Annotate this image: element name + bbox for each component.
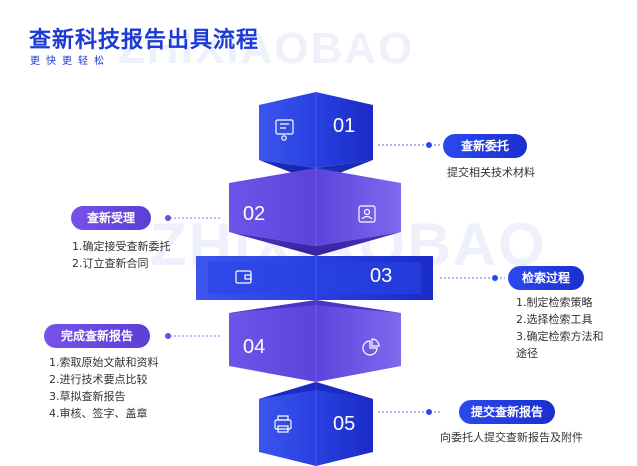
watermark-top: ZHIXIAOBAO — [118, 24, 415, 73]
connector-05 — [378, 409, 440, 415]
step-01-description: 提交相关技术材料 — [447, 164, 535, 181]
certificate-icon — [275, 119, 294, 141]
step-04-line-1: 1.索取原始文献和资料 — [49, 356, 159, 369]
step-04-line-2: 2.进行技术要点比较 — [49, 373, 148, 386]
step-02-label: 查新受理 — [71, 206, 151, 230]
step-05-line-1: 向委托人提交查新报告及附件 — [440, 431, 583, 444]
step-03-description: 1.制定检索策略 2.选择检索工具 3.确定检索方法和 途径 — [516, 294, 604, 362]
step-03-number: 03 — [370, 265, 393, 287]
step-04-line-4: 4.审核、签字、盖章 — [49, 407, 148, 420]
pie-chart-icon — [362, 338, 380, 356]
connector-04 — [165, 333, 222, 339]
connector-02 — [165, 215, 222, 221]
step-03-label: 检索过程 — [508, 266, 584, 290]
step-03-block — [196, 256, 433, 300]
step-05-label: 提交查新报告 — [459, 400, 555, 424]
step-01-line-1: 提交相关技术材料 — [447, 166, 535, 179]
step-03-line-4: 途径 — [516, 347, 538, 360]
page-title: 查新科技报告出具流程 — [29, 28, 260, 53]
step-05-number: 05 — [333, 413, 356, 435]
step-04-description: 1.索取原始文献和资料 2.进行技术要点比较 3.草拟查新报告 4.审核、签字、… — [49, 354, 159, 422]
user-id-icon — [358, 205, 376, 223]
step-03-line-2: 2.选择检索工具 — [516, 313, 593, 326]
step-02-description: 1.确定接受查新委托 2.订立查新合同 — [72, 238, 171, 272]
step-03-line-3: 3.确定检索方法和 — [516, 330, 604, 343]
step-01-label: 查新委托 — [443, 134, 527, 158]
step-02-block — [229, 168, 401, 256]
step-02-number: 02 — [243, 203, 266, 225]
connector-01 — [378, 142, 440, 148]
step-04-line-3: 3.草拟查新报告 — [49, 390, 126, 403]
page-subtitle: 更快更轻松 — [30, 56, 110, 67]
step-05-block — [259, 382, 373, 466]
connector-03 — [440, 275, 505, 281]
step-02-line-1: 1.确定接受查新委托 — [72, 240, 171, 253]
wallet-icon — [235, 270, 252, 284]
printer-icon — [274, 415, 292, 433]
step-04-label: 完成查新报告 — [44, 324, 150, 348]
step-03-line-1: 1.制定检索策略 — [516, 296, 593, 309]
step-04-block — [229, 300, 401, 382]
step-01-number: 01 — [333, 115, 356, 137]
step-04-number: 04 — [243, 336, 266, 358]
step-02-line-2: 2.订立查新合同 — [72, 257, 149, 270]
step-05-description: 向委托人提交查新报告及附件 — [440, 429, 583, 446]
